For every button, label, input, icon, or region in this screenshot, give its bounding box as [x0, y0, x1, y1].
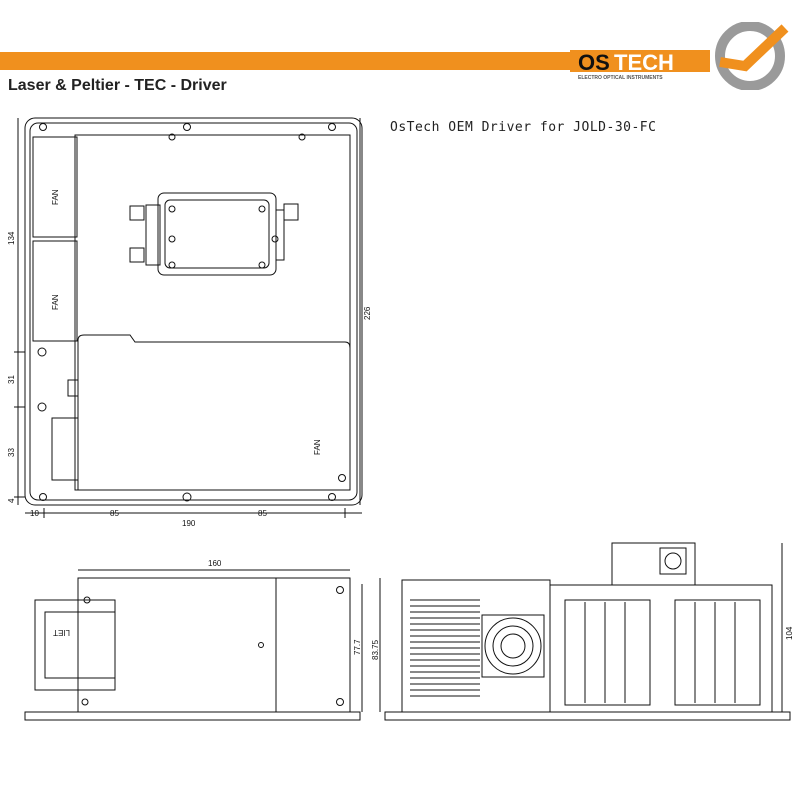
page-title: Laser & Peltier - TEC - Driver [8, 77, 227, 94]
dim-134: 134 [7, 231, 16, 245]
fan-label-2: FAN [51, 294, 60, 310]
connector-label: LIET [53, 628, 70, 637]
fan-label-3: FAN [313, 439, 322, 455]
dim-160: 160 [208, 559, 222, 568]
fan-label-1: FAN [51, 189, 60, 205]
dim-83-75: 83.75 [371, 639, 380, 660]
svg-text:ELECTRO OPTICAL INSTRUMENTS: ELECTRO OPTICAL INSTRUMENTS [578, 75, 663, 81]
mounting-holes [37, 123, 346, 502]
svg-text:TECH: TECH [614, 50, 674, 75]
dim-85-left: 85 [110, 509, 119, 518]
front-view [384, 542, 791, 721]
dim-190: 190 [182, 519, 196, 528]
heatsink [564, 599, 761, 706]
ostech-logo: OS TECH ELECTRO OPTICAL INSTRUMENTS [570, 22, 789, 90]
dim-4: 4 [7, 498, 16, 503]
dim-77-7: 77.7 [353, 639, 362, 655]
dim-226: 226 [363, 306, 372, 320]
dim-31: 31 [7, 375, 16, 384]
dimension-lines [14, 118, 362, 518]
dim-104: 104 [785, 626, 794, 640]
drawing-subtitle: OsTech OEM Driver for JOLD-30-FC [390, 120, 657, 135]
header-accent-bar [0, 52, 705, 70]
top-view [14, 117, 363, 518]
vent-grill [410, 599, 480, 697]
tec-module [129, 192, 299, 276]
fan [481, 614, 545, 678]
dim-33: 33 [7, 448, 16, 457]
svg-text:OS: OS [578, 50, 610, 75]
dim-10: 10 [30, 509, 39, 518]
side-view [24, 569, 381, 721]
dim-85-right: 85 [258, 509, 267, 518]
